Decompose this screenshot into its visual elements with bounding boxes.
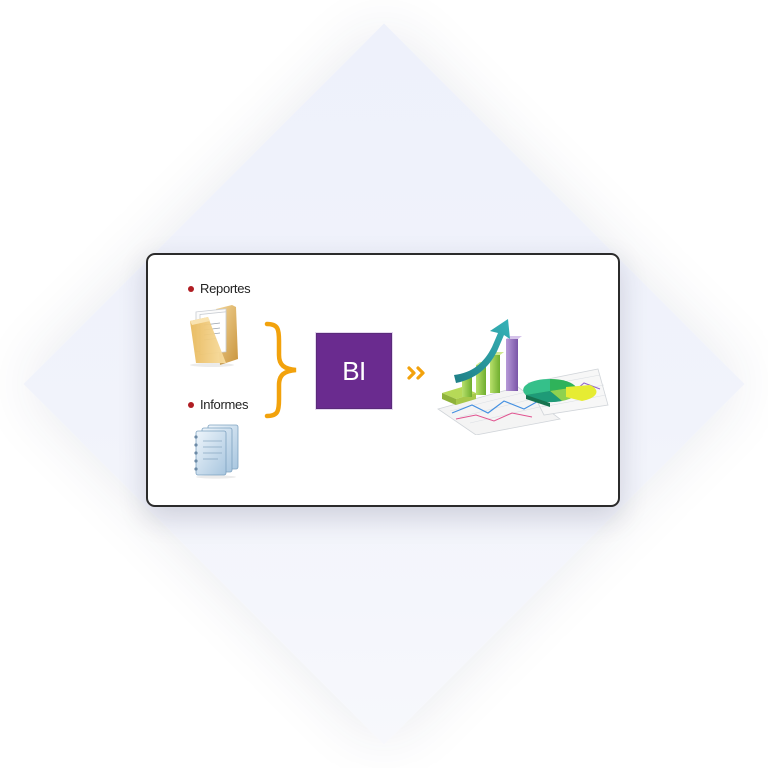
bi-label: BI	[342, 355, 366, 386]
input-label-text: Reportes	[200, 281, 251, 296]
input-label-reportes: Reportes	[188, 281, 251, 296]
folder-icon	[190, 305, 238, 367]
input-label-text: Informes	[200, 397, 249, 412]
charts-illustration-icon	[437, 319, 609, 435]
bullet-icon	[188, 285, 194, 292]
bi-box: BI	[316, 333, 392, 409]
diagram-card: Reportes	[146, 253, 620, 507]
notebook-icon	[194, 424, 239, 479]
bullet-icon	[188, 401, 194, 408]
double-chevron-icon	[407, 366, 425, 380]
curly-brace-icon	[264, 321, 297, 419]
input-label-informes: Informes	[188, 398, 248, 412]
